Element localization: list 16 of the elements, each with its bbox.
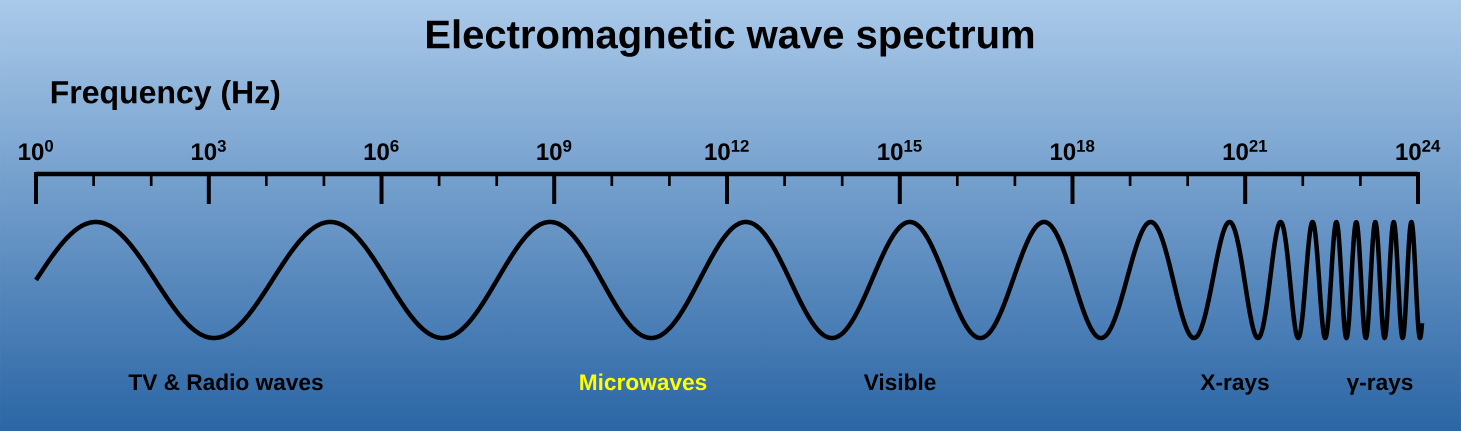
tick-label: 10$^{15}$ bbox=[878, 140, 922, 161]
tick-label: 10$^{18}$ bbox=[1051, 139, 1095, 161]
tick-label: 10$^{21}$ bbox=[1223, 139, 1268, 161]
tick-label: 10$^{6}$ bbox=[364, 139, 399, 161]
tick-label: 10$^{9}$ bbox=[537, 139, 572, 161]
band-label: γ-rays bbox=[1346, 377, 1413, 395]
band-label: X-rays bbox=[1200, 374, 1269, 395]
tick-label: 10$^{3}$ bbox=[191, 139, 226, 161]
band-label: TV & Radio waves bbox=[128, 373, 323, 391]
tick-label: 10$^{24}$ bbox=[1396, 139, 1441, 161]
tick-label: 10$^{0}$ bbox=[19, 139, 53, 161]
axis-label: Frequency (Hz) bbox=[51, 80, 280, 110]
band-label: Microwaves bbox=[580, 373, 707, 391]
band-label: Visible bbox=[863, 373, 936, 391]
tick-label: 10$^{12}$ bbox=[705, 139, 749, 161]
title: Electromagnetic wave spectrum bbox=[427, 19, 1034, 57]
